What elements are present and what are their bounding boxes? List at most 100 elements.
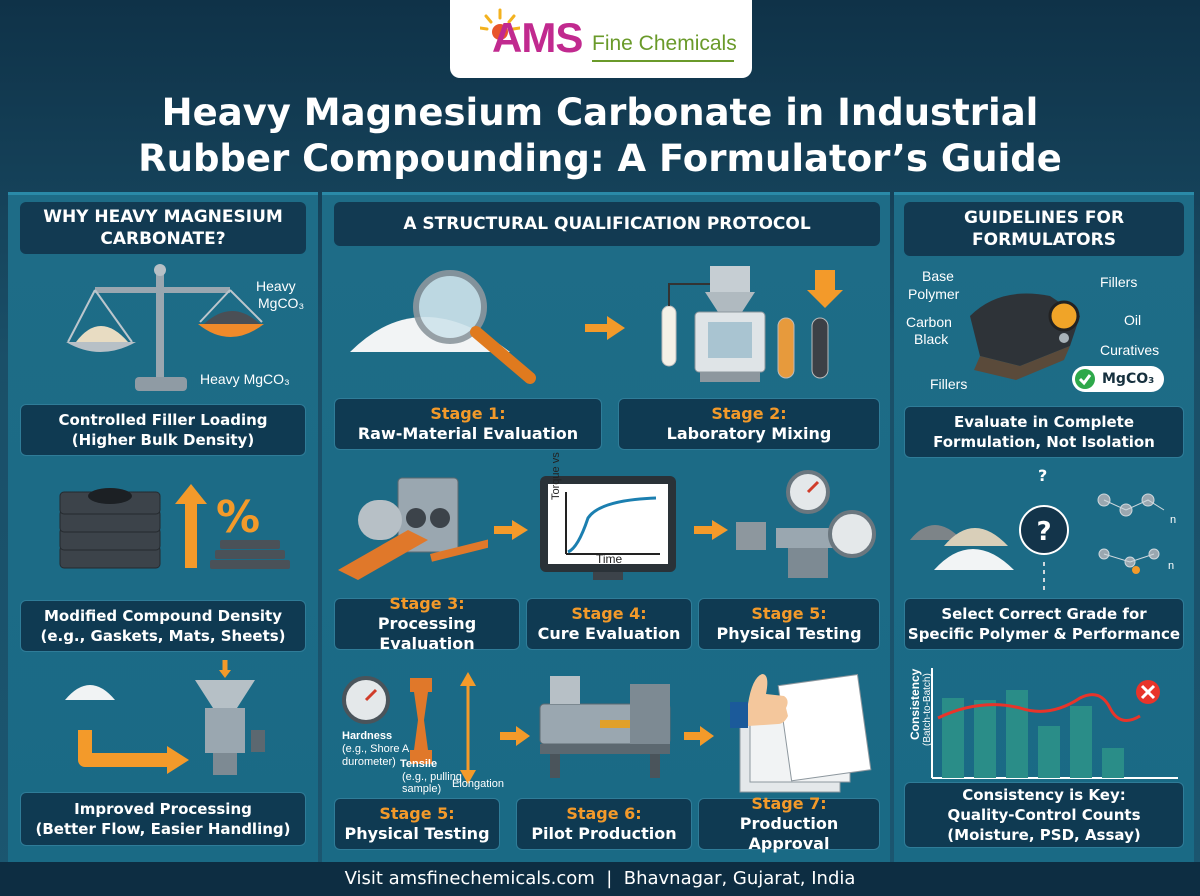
pressure-gauge-icon [736,470,876,578]
scale-label-mgco3: MgCO₃ [258,295,305,311]
diagram-fillers-top: Fillers [1100,274,1138,290]
tensile-label: Tensile [400,758,438,770]
stage-4-label: Stage 4: [571,604,647,623]
left-item-3: Improved Processing (Better Flow, Easier… [20,792,306,846]
right-item-2: Select Correct Grade for Specific Polyme… [904,598,1184,650]
polymer-subscript-n-b: n [1168,560,1175,572]
right-item-3: Consistency is Key: Quality-Control Coun… [904,782,1184,848]
stage-2-text: Laboratory Mixing [666,424,832,443]
scale-label-bottom: Heavy MgCO₃ [200,371,290,387]
injection-press-icon [539,676,671,778]
stage-4-panel: Stage 4: Cure Evaluation [526,598,692,650]
consistency-ylabel: Consistency [908,668,922,740]
chart-bar [1038,726,1060,778]
chart-bar [942,698,964,778]
tensile-sub-2: sample) [402,783,442,795]
stage-3-text: Processing Evaluation [377,614,477,653]
consistency-bar-chart [931,668,1178,779]
title-line-2: Rubber Compounding: A Formulator’s Guide [138,137,1062,180]
right-item-3-line1: Consistency is Key: [962,786,1126,804]
hardness-sub-2: durometer) [342,756,396,768]
stage-7-panel: Stage 7: Production Approval [698,794,880,853]
stage-6-text: Pilot Production [531,824,677,843]
rubber-roll-icon [970,293,1080,380]
left-item-1-line2: (Higher Bulk Density) [71,431,255,449]
diagram-polymer: Polymer [908,286,960,302]
rheometer-monitor-icon [540,476,676,580]
approval-documents-icon [730,674,872,793]
stage-7-text: Production Approval [739,814,839,853]
grade-selection-icon: ? [910,493,1165,590]
arrow-icon [694,520,728,540]
chart-trend-line [937,693,1141,722]
tensile-sub-1: (e.g., pulling [402,771,462,783]
chart-bar [1070,706,1092,778]
right-item-1-line2: Formulation, Not Isolation [933,433,1155,451]
stage-2-panel: Stage 2: Laboratory Mixing [618,398,880,450]
stage-3-panel: Stage 3: Processing Evaluation [334,594,520,653]
stage-4-text: Cure Evaluation [537,624,681,643]
percent-glyph: % [216,492,261,543]
chart-ylabel: Torque vs [550,452,562,500]
diagram-base: Base [922,268,954,284]
stage-5a-label: Stage 5: [751,604,827,623]
logo-fine-chemicals: Fine Chemicals [592,32,737,55]
logo-ams: AMS [492,14,583,61]
chart-bar [1102,748,1124,778]
magnifier-powder-icon [350,270,536,384]
right-heading: GUIDELINES FOR FORMULATORS [904,202,1184,256]
stage-1-text: Raw-Material Evaluation [357,424,579,443]
diagram-fillers-bottom: Fillers [930,376,968,392]
scale-label-heavy: Heavy [256,278,296,294]
hardness-sub-1: (e.g., Shore A [342,743,410,755]
right-item-2-line2: Specific Polymer & Performance [907,625,1181,643]
footer: Visit amsfinechemicals.com | Bhavnagar, … [0,862,1200,896]
stage-5a-text: Physical Testing [716,624,862,643]
right-item-3-line3: (Moisture, PSD, Assay) [947,826,1141,844]
stage-6-panel: Stage 6: Pilot Production [516,798,692,850]
left-item-2-line1: Modified Compound Density [44,607,282,625]
sun-icon [480,8,520,40]
stacked-gaskets-icon [59,484,290,569]
right-heading-line2: FORMULATORS [972,230,1116,250]
stage-3-label: Stage 3: [389,594,465,613]
arrow-icon [585,316,625,340]
left-heading: WHY HEAVY MAGNESIUM CARBONATE? [20,202,306,254]
svg-text:?: ? [1036,517,1051,547]
hardness-tensile-icon [342,672,476,784]
roll-mill-icon [338,477,488,580]
hardness-label: Hardness [342,730,393,742]
chart-xlabel: Time [596,552,623,566]
left-item-2-line2: (e.g., Gaskets, Mats, Sheets) [40,627,286,645]
diagram-curatives: Curatives [1100,342,1160,358]
stage-5b-label: Stage 5: [379,804,455,823]
diagram-carbon: Carbon [906,314,952,330]
left-item-3-line1: Improved Processing [74,800,252,818]
chart-bar [1006,690,1028,778]
arrow-icon [684,726,714,746]
stage-7-label: Stage 7: [751,794,827,813]
mgco3-text: MgCO₃ [1102,371,1155,387]
right-item-2-line1: Select Correct Grade for [941,605,1147,623]
left-item-1-line1: Controlled Filler Loading [58,411,268,429]
right-item-1-line1: Evaluate in Complete [953,413,1135,431]
checkmark-icon [1075,369,1095,389]
stage-5-panel-a: Stage 5: Physical Testing [698,598,880,650]
stage-6-label: Stage 6: [566,804,642,823]
right-item-3-line2: Quality-Control Counts [947,806,1141,824]
hopper-machine-icon [65,660,265,775]
question-mark-top: ? [1038,466,1048,485]
left-item-3-line2: (Better Flow, Easier Handling) [35,820,291,838]
stage-5-panel-b: Stage 5: Physical Testing [334,798,500,850]
diagram-black: Black [914,331,949,347]
logo-underline [592,60,734,62]
polymer-subscript-n-a: n [1170,514,1177,526]
page-title: Heavy Magnesium Carbonate in Industrial … [0,90,1200,182]
left-item-1: Controlled Filler Loading (Higher Bulk D… [20,404,306,456]
chart-bar [974,700,996,778]
stage-1-label: Stage 1: [430,404,506,423]
stage-2-label: Stage 2: [711,404,787,423]
arrow-icon [494,520,528,540]
middle-heading: A STRUCTURAL QUALIFICATION PROTOCOL [334,202,880,246]
elongation-label: Elongation [452,778,504,790]
